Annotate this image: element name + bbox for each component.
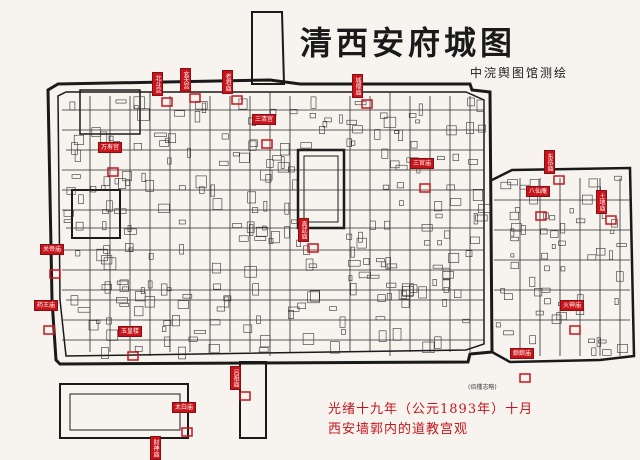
temple-marker <box>107 167 119 177</box>
temple-label: 三官庙 <box>410 158 435 169</box>
street-grid <box>62 92 630 356</box>
temple-label: 玄天宫 <box>180 68 191 92</box>
temple-label: 玉皇楼 <box>118 326 143 337</box>
temple-label: 关帝庙 <box>40 244 65 255</box>
temple-marker <box>43 325 55 335</box>
temple-marker <box>127 351 139 361</box>
temple-label: 财神庙 <box>150 436 161 460</box>
imperial-city <box>296 148 346 230</box>
temple-marker <box>535 211 547 221</box>
temple-label: 太白庙 <box>172 402 197 413</box>
temple-label: 真武庙 <box>298 218 309 242</box>
temple-marker <box>181 427 193 437</box>
temple-label: 万寿宫 <box>98 142 123 153</box>
map-caption: 光绪十九年（公元1893年）十月 西安墙郭内的道教宫观 <box>328 400 533 440</box>
scale-note: (佰種志略) <box>468 384 497 391</box>
temple-marker <box>361 99 373 109</box>
temple-label: 东岳庙 <box>544 150 555 174</box>
temple-marker <box>419 183 431 193</box>
temple-label: 火神庙 <box>560 300 585 311</box>
temple-markers <box>43 93 617 437</box>
temple-marker <box>231 95 243 105</box>
caption-line-2: 西安墙郭内的道教宫观 <box>328 422 469 437</box>
caption-line-1: 光绪十九年（公元1893年）十月 <box>328 402 534 417</box>
temple-marker <box>49 269 61 279</box>
temple-marker <box>189 93 201 103</box>
temple-label: 吕祖庙 <box>230 366 241 390</box>
temple-label: 药王庙 <box>34 300 59 311</box>
temple-label: 老君庙 <box>222 70 233 94</box>
temple-label: 土地庙 <box>596 190 607 214</box>
temple-label: 八仙庵 <box>526 186 551 197</box>
temple-label: 北斗宫 <box>152 72 163 96</box>
map-title: 清西安府城图 <box>300 24 517 62</box>
temple-marker <box>519 373 531 383</box>
temple-marker <box>569 325 581 335</box>
map-subtitle: 中浣舆图馆测绘 <box>470 66 569 80</box>
temple-label: 三清宫 <box>252 114 277 125</box>
temple-marker <box>261 139 273 149</box>
temple-marker <box>161 97 173 107</box>
temple-label: 城隍庙 <box>352 74 363 98</box>
temple-marker <box>307 243 319 253</box>
temple-label: 娘娘庙 <box>510 348 535 359</box>
temple-marker <box>239 391 251 401</box>
temple-marker <box>553 175 565 185</box>
temple-marker <box>605 215 617 225</box>
